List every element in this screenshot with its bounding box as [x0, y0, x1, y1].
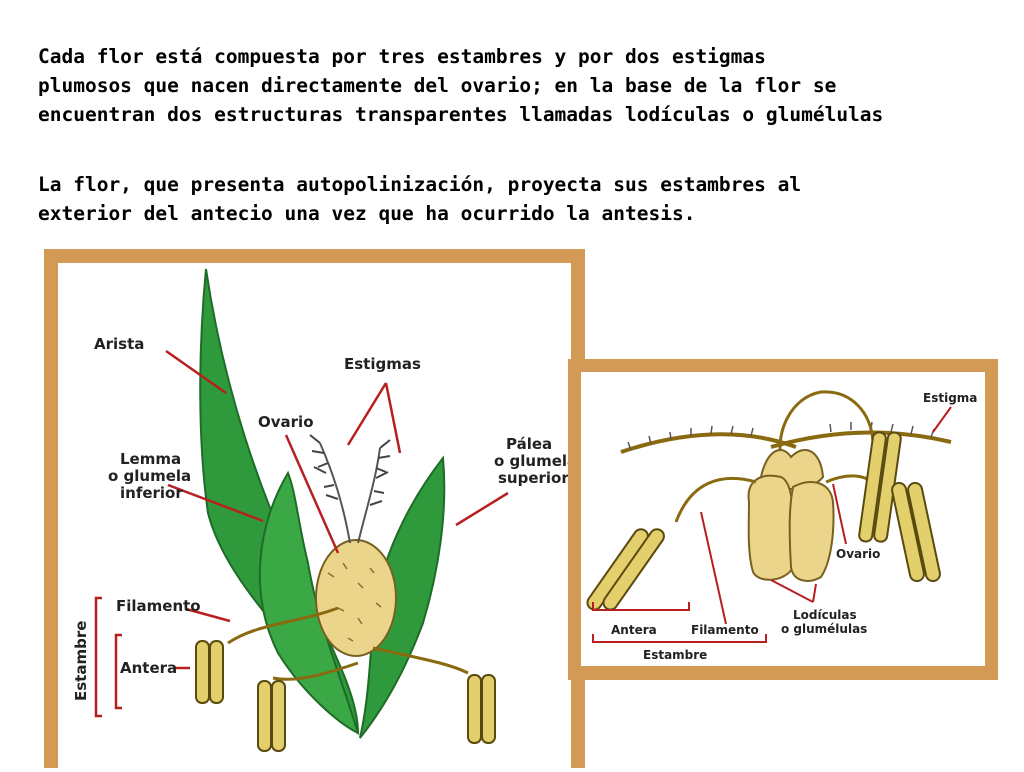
flower-diagram-frame-left: Arista Estigmas Ovario Lemma o glumela i… — [44, 249, 585, 768]
anther — [586, 528, 665, 611]
flower-diagram-left: Arista Estigmas Ovario Lemma o glumela i… — [72, 268, 577, 752]
text-line: Cada flor está compuesta por tres estamb… — [38, 45, 766, 68]
text-line: La flor, que presenta autopolinización, … — [38, 173, 802, 196]
label-ovario: Ovario — [258, 413, 314, 431]
filament — [227, 606, 339, 645]
label-palea: o glumela — [494, 452, 571, 470]
filament — [674, 476, 757, 523]
label-lemma: o glumela — [108, 467, 191, 485]
anther — [195, 640, 224, 704]
text-line: encuentran dos estructuras transparentes… — [38, 103, 884, 126]
filament — [372, 646, 469, 675]
stigma-arm — [770, 430, 952, 449]
lemma-outer-leaf — [258, 470, 360, 735]
bracket — [592, 602, 767, 643]
lodicule — [788, 481, 835, 582]
label-arista: Arista — [94, 335, 144, 353]
text-line: plumosos que nacen directamente del ovar… — [38, 74, 837, 97]
pointer-lines — [165, 349, 509, 670]
anther — [891, 481, 941, 583]
stigma-stalk — [319, 442, 381, 544]
palea-leaf — [359, 455, 446, 739]
label-estambre: Estambre — [72, 621, 90, 701]
label-lemma: inferior — [120, 484, 183, 502]
label-lemma: Lemma — [120, 450, 181, 468]
filament — [272, 661, 359, 681]
style — [778, 390, 875, 458]
label-filamento: Filamento — [691, 623, 759, 637]
anther — [257, 680, 286, 752]
bracket — [94, 596, 122, 718]
label-antera: Antera — [611, 623, 657, 637]
label-estigma: Estigma — [923, 391, 977, 405]
anther — [858, 431, 902, 543]
label-ovario: Ovario — [836, 547, 880, 561]
description-paragraph-1: Cada flor está compuesta por tres estamb… — [38, 42, 978, 129]
pointer-lines — [700, 406, 952, 625]
label-lodiculas: o glumélulas — [781, 622, 867, 636]
label-estigmas: Estigmas — [344, 355, 421, 373]
description-paragraph-2: La flor, que presenta autopolinización, … — [38, 170, 978, 228]
plumose-stigma — [309, 434, 391, 506]
flower-diagram-frame-right: Estigma Ovario Lodículas o glumélulas An… — [568, 359, 998, 680]
label-antera: Antera — [120, 659, 177, 677]
label-palea: superior — [498, 469, 569, 487]
anther — [467, 674, 496, 744]
plumose-hairs — [627, 421, 935, 451]
label-palea: Pálea — [506, 435, 552, 453]
ovary — [315, 539, 397, 657]
flower-diagram-right: Estigma Ovario Lodículas o glumélulas An… — [586, 390, 977, 662]
text-line: exterior del antecio una vez que ha ocur… — [38, 202, 696, 225]
lodicule — [747, 474, 795, 581]
label-filamento: Filamento — [116, 597, 201, 615]
label-lodiculas: Lodículas — [793, 608, 857, 622]
stigma-arm — [620, 432, 797, 454]
label-estambre: Estambre — [643, 648, 707, 662]
